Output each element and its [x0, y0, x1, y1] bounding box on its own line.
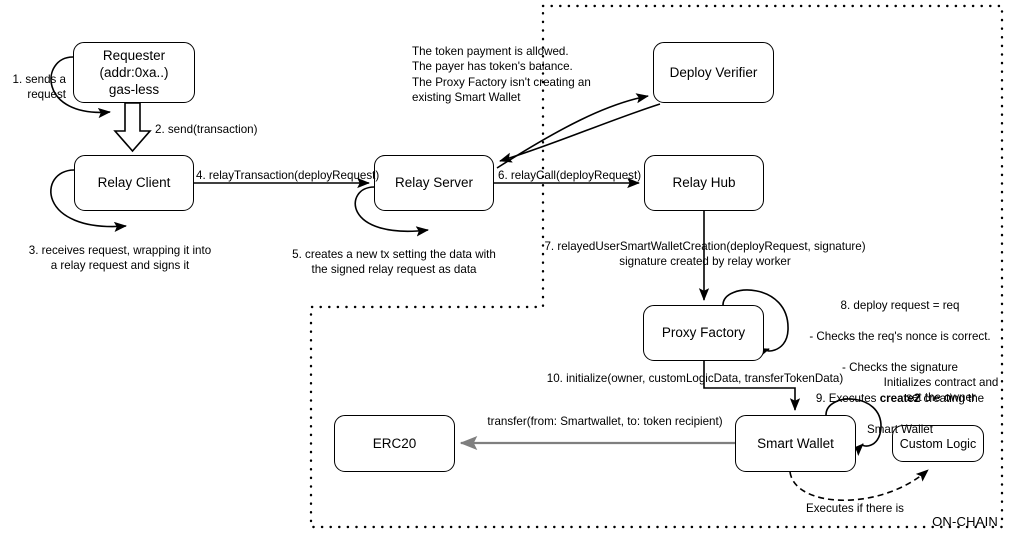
label-step-9-prefix: 9. Executes [815, 391, 880, 405]
label-step-5: 5. creates a new tx setting the data wit… [292, 248, 496, 277]
node-proxy-factory-label: Proxy Factory [661, 325, 746, 341]
node-custom-logic-label: Custom Logic [899, 436, 977, 451]
label-step-7: 7. relayedUserSmartWalletCreation(deploy… [544, 240, 866, 269]
label-step-3: 3. receives request, wrapping it into a … [28, 244, 212, 273]
arrow-requester-to-relay-client [113, 102, 152, 153]
arrow-relay-server-to-deploy-verifier [496, 93, 649, 169]
node-requester-label: Requester (addr:0xa..) gas-less [99, 47, 169, 98]
node-relay-hub[interactable]: Relay Hub [644, 155, 764, 211]
label-step-4: 4. relayTransaction(deployRequest) [196, 169, 380, 182]
node-deploy-verifier-label: Deploy Verifier [669, 64, 758, 80]
node-deploy-verifier[interactable]: Deploy Verifier [653, 42, 774, 103]
arrow-deploy-verifier-to-relay-server [499, 103, 661, 163]
node-proxy-factory[interactable]: Proxy Factory [643, 305, 764, 361]
node-relay-server-label: Relay Server [394, 175, 474, 191]
label-step-10: 10. initialize(owner, customLogicData, t… [546, 372, 844, 385]
label-step-8-9-line1: 8. deploy request = req [840, 299, 960, 313]
label-step-6: 6. relayCall(deployRequest) [498, 169, 642, 182]
label-step-1: 1. sends a request [12, 73, 67, 102]
node-relay-client[interactable]: Relay Client [74, 155, 194, 211]
node-erc20[interactable]: ERC20 [334, 415, 455, 472]
label-step-8-9-line2: - Checks the req's nonce is correct. [809, 330, 991, 344]
label-transfer: transfer(from: Smartwallet, to: token re… [487, 415, 723, 428]
arrow-smart-wallet-to-custom-logic [789, 469, 929, 502]
label-on-chain: ON-CHAIN [932, 514, 998, 529]
label-step-9-line5: Smart Wallet [867, 422, 933, 436]
label-step-2: 2. send(transaction) [155, 123, 258, 136]
node-erc20-label: ERC20 [372, 435, 417, 451]
node-requester[interactable]: Requester (addr:0xa..) gas-less [73, 42, 195, 103]
node-smart-wallet-label: Smart Wallet [757, 435, 834, 451]
label-step-8-9: 8. deploy request = req - Checks the req… [795, 283, 1005, 437]
label-initializes-contract: Initializes contract and set the owner [883, 376, 999, 405]
node-relay-hub-label: Relay Hub [672, 175, 736, 191]
label-verifier-conditions: The token payment is allowed. The payer … [412, 45, 591, 105]
node-relay-client-label: Relay Client [97, 175, 171, 191]
